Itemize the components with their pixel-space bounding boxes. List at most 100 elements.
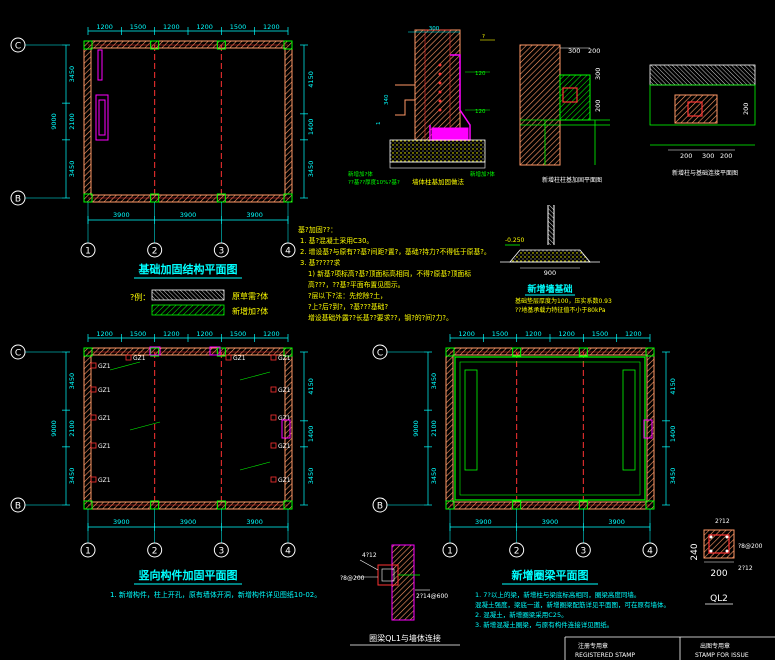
plan2-axis-1-label: 1 <box>85 547 91 557</box>
notes1-line: 2. 增设基?与原有??基?间距?置?，基础?持力?不得低于原基?。 <box>300 247 491 256</box>
plan2-axis-B-label: B <box>15 502 21 512</box>
plan2-gz-tag: GZ1 <box>278 355 291 362</box>
ql1-wall <box>391 544 415 621</box>
plan2-left-dim: 3450 <box>68 468 76 485</box>
plan2-leader <box>239 371 271 381</box>
legend-item-new: 新增加?体 <box>232 306 268 316</box>
legend-item-old: 原草需?体 <box>232 291 268 301</box>
plan1-column <box>150 40 160 50</box>
plan2-bottom-dim: 3900 <box>246 518 263 526</box>
plan2-axis-4 <box>280 542 296 558</box>
plan3-top-dim: 1500 <box>592 330 609 338</box>
notes1-line: 增设基础外露??长基??要求??，钢?的?间?力?。 <box>308 313 453 322</box>
plan2-left-total: 9000 <box>50 420 58 437</box>
plan2-gz-mark <box>90 362 97 369</box>
secA-d4: 120 <box>475 71 486 77</box>
plan1-axis-B <box>10 190 26 206</box>
plan3-ring-beam-inner <box>459 361 641 496</box>
notes1-line: 1) 新基?项标高?基?顶面标高相同，不得?原基?顶面标 <box>308 269 471 278</box>
plan3-beam-right <box>622 369 636 471</box>
plan2-top-dim: 1200 <box>263 330 280 338</box>
plan2-top-dim: 1200 <box>163 330 180 338</box>
plan2-right-dim: 4150 <box>307 378 315 395</box>
plan1-axis-3-label: 3 <box>218 247 224 257</box>
legend-swatch-new <box>151 304 225 316</box>
secA-note3: 新增加?体 <box>470 170 495 178</box>
plan1-top-dim: 1200 <box>196 23 213 31</box>
plan1-right-dim: 1400 <box>307 119 315 136</box>
plan2-column <box>150 347 160 357</box>
plan1-top-dim: 1200 <box>96 23 113 31</box>
secB-newcol <box>559 74 591 121</box>
plan1-axis-4-label: 4 <box>285 247 291 257</box>
secC-d2: 300 <box>702 152 714 160</box>
plan2-gz-tag: GZ1 <box>98 443 111 450</box>
plan1-top-dim: 1200 <box>263 23 280 31</box>
plan2-bottom-dim: 3900 <box>113 518 130 526</box>
plan1-title: 基础加固结构平面图 <box>138 262 238 276</box>
stamp-left1: 注册专用章 <box>578 642 608 650</box>
ql1-tag2: ?8@200 <box>340 575 365 582</box>
ql2-title: QL2 <box>710 594 728 604</box>
plan3-axis-1 <box>442 542 458 558</box>
plan1-left-dim: 3450 <box>68 66 76 83</box>
secB-core <box>562 87 578 103</box>
plan1-axis-2-label: 2 <box>152 247 158 257</box>
plan1-axis-3 <box>213 242 229 258</box>
secA-d1: 300 <box>429 26 440 32</box>
plan3-right-dim: 1400 <box>669 426 677 443</box>
plan2-gz-tag: GZ1 <box>98 363 111 370</box>
plan1-bottom-dim: 3900 <box>113 211 130 219</box>
secC-d3: 200 <box>720 152 732 160</box>
plan2-gz-mark <box>270 442 277 449</box>
plan2-gz-tag: GZ1 <box>278 443 291 450</box>
secB-d4: 200 <box>594 100 602 112</box>
plan3-bottom-dim: 3900 <box>475 518 492 526</box>
ql1-title: 圈梁QL1与墙体连接 <box>369 633 441 643</box>
plan1-new-wall-left <box>95 94 109 141</box>
secA-rebar <box>438 90 442 94</box>
plan3-axis-1-label: 1 <box>447 547 453 557</box>
secC-d1: 200 <box>680 152 692 160</box>
plan1-right-dim: 3450 <box>307 161 315 178</box>
plan2-axis-C <box>10 344 26 360</box>
plan1-column <box>283 40 293 50</box>
secC-d4: 200 <box>742 103 750 115</box>
plan1-column <box>83 40 93 50</box>
plan3-axis-2-label: 2 <box>514 547 520 557</box>
secC-label: 新增柱与基础连接平面图 <box>672 169 738 177</box>
plan3-axis-2 <box>509 542 525 558</box>
plan2-gz-tag: GZ1 <box>98 387 111 394</box>
stamp-left2: REGISTERED STAMP <box>575 652 635 659</box>
secA-rebar <box>438 72 442 76</box>
ql1-leader <box>359 559 379 571</box>
secA-gravel <box>389 139 486 163</box>
plan1-axis-B-label: B <box>15 195 21 205</box>
plan3-column <box>445 347 455 357</box>
plan2-new-element <box>281 419 291 439</box>
plan1-column <box>216 40 226 50</box>
plan1-axis-4 <box>280 242 296 258</box>
plan2-gz-mark <box>90 442 97 449</box>
plan1-new-strip <box>97 49 103 81</box>
plan1-inner-area <box>90 47 286 196</box>
plan3-left-dim: 3450 <box>430 468 438 485</box>
plan1-top-dim: 1500 <box>130 23 147 31</box>
plan2-gz-tag: GZ1 <box>98 477 111 484</box>
secD-note2: ??地基承载力特征值不小于80kPa <box>515 306 606 314</box>
plan1-axis-C-label: C <box>15 42 21 52</box>
plan3-column <box>512 347 522 357</box>
plan1-left-dim: 3450 <box>68 161 76 178</box>
plan2-gz-tag: GZ1 <box>278 387 291 394</box>
plan1-top-dim: 1500 <box>230 23 247 31</box>
plan3-axis-3-label: 3 <box>580 547 586 557</box>
plan3-left-total: 9000 <box>412 420 420 437</box>
secD-dim-top: -0.250 <box>505 237 525 244</box>
ql2-stirrup <box>708 534 730 554</box>
plan3-note: 1. 7?以上的梁，新增柱与梁底标高相同，圈梁高度同墙。 <box>475 590 640 599</box>
plan2-top-dim: 1200 <box>196 330 213 338</box>
plan2-top-dim: 1200 <box>96 330 113 338</box>
secA-rebar <box>438 108 442 112</box>
plan2-column <box>83 347 93 357</box>
plan3-title: 新增圈梁平面图 <box>512 568 589 582</box>
